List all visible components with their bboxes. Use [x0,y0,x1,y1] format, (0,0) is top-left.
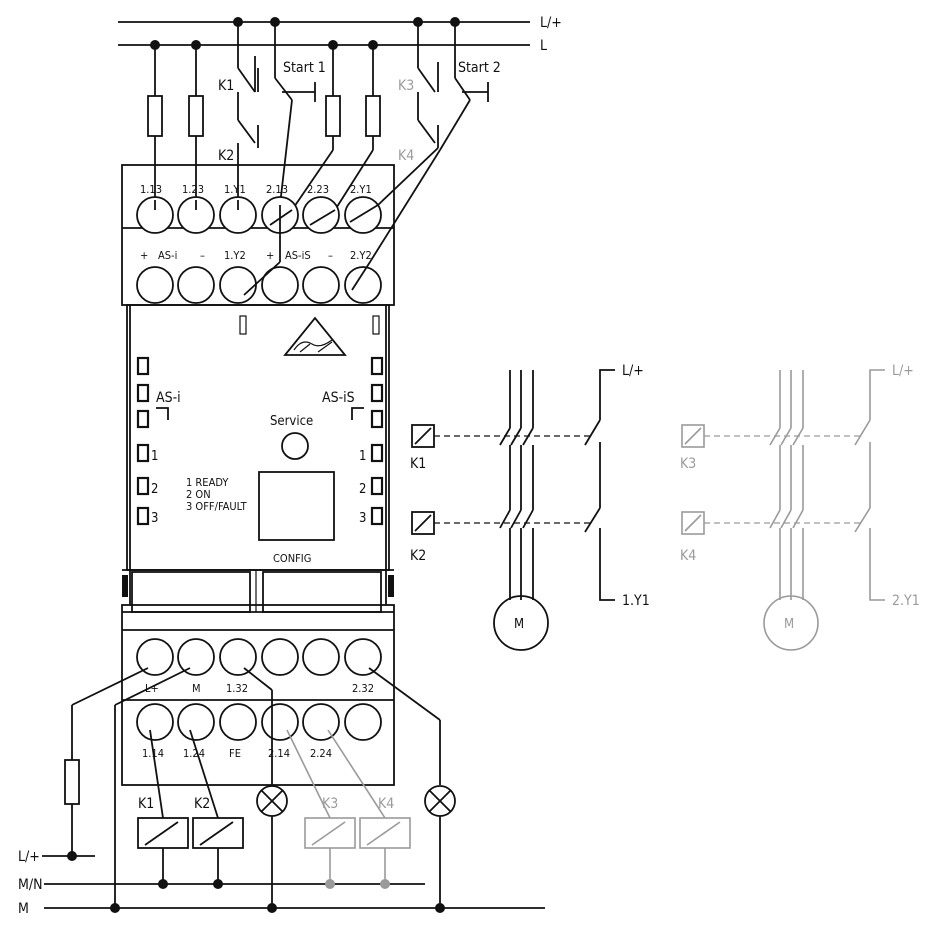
rail-label-l-plus: L/+ [540,15,562,31]
label-k4-bottom: K4 [378,796,394,812]
label-asis: AS-iS [322,390,355,406]
label-k1-top: K1 [218,78,234,94]
terminal-fe: FE [229,747,241,760]
label-k3-bottom: K3 [322,796,338,812]
motor-1-supply: L/+ [622,363,644,379]
relay-module [121,164,395,786]
led-left-1: 1 [151,449,158,464]
label-k1-bottom: K1 [138,796,154,812]
bottom-terminal-row-1: L+ M 1.32 2.32 [136,638,382,695]
bottom-terminal-row-2: 1.14 1.24 FE 2.14 2.24 [136,703,382,760]
terminal-1-13: 1.13 [140,183,162,196]
rail-label-m-n: M/N [18,877,43,893]
rail-label-l-plus-left: L/+ [18,849,40,865]
config-window [258,471,335,541]
terminal-1-23: 1.23 [182,183,204,196]
legend-off-fault: 3 OFF/FAULT [186,500,248,513]
rail-label-l: L [540,38,547,54]
led-left-2: 2 [151,482,158,497]
motor-1-output: 1.Y1 [622,593,650,609]
terminal-minus-1: – [200,249,205,262]
terminal-2-23: 2.23 [307,183,329,196]
led-right-2: 2 [359,482,366,497]
motor-circuit-1: M K1 K2 L/+ 1.Y1 [410,363,650,651]
label-service: Service [270,414,313,429]
coil-k4-label: K4 [680,548,696,564]
motor-1-label: M [514,617,524,632]
terminal-minus-2: – [328,249,333,262]
top-terminal-row-1: 1.13 1.23 1.Y1 2.13 2.23 2.Y1 [136,183,382,234]
motor-circuit-2: M K3 K4 L/+ 2.Y1 [680,363,920,651]
terminal-plus-2: + [266,249,274,262]
terminal-1-y2: 1.Y2 [224,249,246,262]
led-column-right [351,356,384,526]
terminal-2-y1: 2.Y1 [350,183,372,196]
motor-2-supply: L/+ [892,363,914,379]
terminal-1-y1: 1.Y1 [224,183,246,196]
terminal-2-32: 2.32 [352,682,374,695]
legend-on: 2 ON [186,488,211,501]
label-asi: AS-i [156,390,181,406]
top-supply-rails: L/+ L [118,15,562,54]
led-left-3: 3 [151,511,158,526]
led-right-1: 1 [359,449,366,464]
coil-k2-label: K2 [410,548,426,564]
led-column-left [136,356,169,526]
coil-k3-label: K3 [680,456,696,472]
label-k2-top: K2 [218,148,234,164]
asi-logo-icon [283,316,347,356]
service-button [281,432,309,460]
bottom-wiring: L/+ M/N M K1 K2 K3 K4 [18,667,545,917]
terminal-2-y2: 2.Y2 [350,249,372,262]
start1-contacts: K1 K2 Start 1 [218,22,326,206]
motor-2-output: 2.Y1 [892,593,920,609]
label-k4-top: K4 [398,148,414,164]
label-start1: Start 1 [283,60,326,76]
terminal-asis: AS-iS [285,249,311,262]
label-start2: Start 2 [458,60,501,76]
terminal-2-14: 2.14 [268,747,290,760]
terminal-1-24: 1.24 [183,747,205,760]
legend-ready: 1 READY [186,476,229,489]
coil-k1-label: K1 [410,456,426,472]
terminal-1-32: 1.32 [226,682,248,695]
label-config: CONFIG [273,552,311,565]
terminal-plus-1: + [140,249,148,262]
terminal-m: M [192,682,201,695]
label-k2-bottom: K2 [194,796,210,812]
led-right-3: 3 [359,511,366,526]
top-terminal-row-2: + AS-i – 1.Y2 + AS-iS – 2.Y2 [136,205,382,304]
start2-contacts: K3 K4 Start 2 [369,22,501,263]
terminal-2-13: 2.13 [266,183,288,196]
rail-label-m: M [18,901,29,917]
motor-2-label: M [784,617,794,632]
terminal-2-24: 2.24 [310,747,332,760]
label-k3-top: K3 [398,78,414,94]
terminal-asi: AS-i [158,249,177,262]
top-fuses [147,45,381,211]
